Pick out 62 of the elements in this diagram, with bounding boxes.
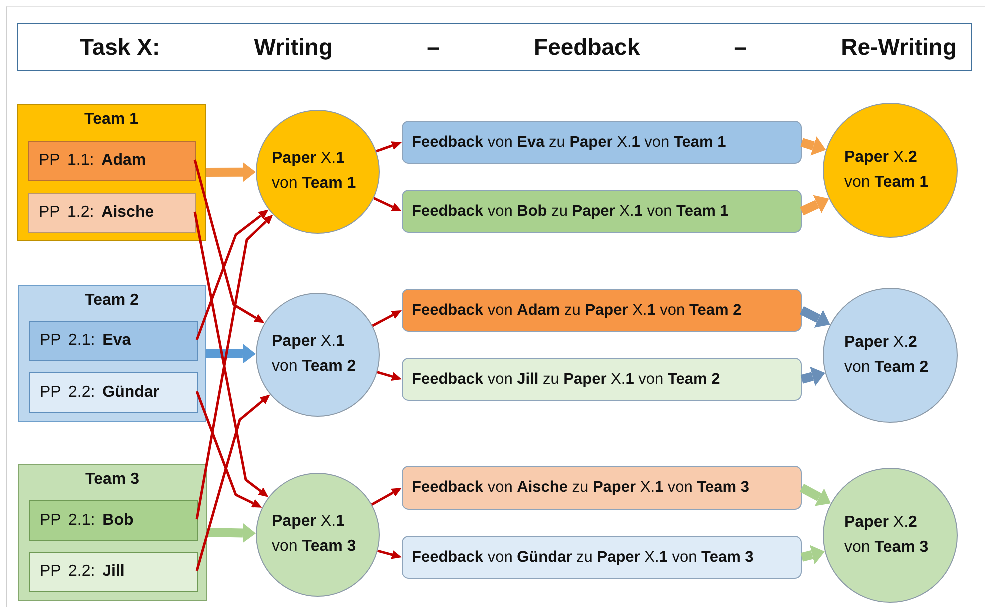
member-box xyxy=(28,193,196,233)
arrow xyxy=(206,344,256,364)
feedback-box xyxy=(402,289,802,332)
feedback-box xyxy=(402,358,802,401)
member-label: PP 1.1: Adam xyxy=(39,152,146,170)
feedback-text: Feedback von Bob zu Paper X.1 von Team 1 xyxy=(412,202,729,220)
team-heading: Team 3 xyxy=(84,471,140,489)
member-label: PP 2.2: Gündar xyxy=(40,384,160,402)
arrow xyxy=(800,195,830,216)
member-box xyxy=(28,141,196,181)
arrow xyxy=(376,142,402,153)
feedback-text: Feedback von Jill zu Paper X.1 von Team 2 xyxy=(412,370,720,388)
title-text: Task X: xyxy=(80,34,160,60)
arrow xyxy=(374,197,402,212)
paper-label: Paper X.1 von Team 2 xyxy=(272,332,358,377)
team-heading: Team 2 xyxy=(84,292,140,310)
paper-label: Paper X.1 von Team 3 xyxy=(272,512,358,557)
feedback-text: Feedback von Adam zu Paper X.1 von Team 2 xyxy=(412,302,742,320)
title-text: Re-Writing xyxy=(841,34,957,60)
arrow xyxy=(206,523,256,544)
team-box xyxy=(18,464,207,601)
feedback-text: Feedback von Gündar zu Paper X.1 von Team 3 xyxy=(412,548,754,566)
feedback-text: Feedback von Aische zu Paper X.1 von Team 3 xyxy=(412,479,750,497)
arrow xyxy=(372,488,402,506)
arrow xyxy=(377,371,402,382)
title-bar xyxy=(17,23,972,71)
feedback-box xyxy=(402,536,802,579)
member-label: PP 2.1: Bob xyxy=(40,512,134,530)
arrow xyxy=(800,136,826,156)
member-box xyxy=(29,500,198,541)
team-box xyxy=(17,104,206,241)
arrow xyxy=(196,210,269,340)
team-box xyxy=(18,285,206,422)
arrow xyxy=(372,310,402,328)
member-box xyxy=(29,321,198,361)
paper-label: Paper X.1 von Team 1 xyxy=(272,149,358,194)
arrow xyxy=(378,550,402,560)
feedback-box xyxy=(402,190,802,233)
feedback-text: Feedback von Eva zu Paper X.1 von Team 1 xyxy=(412,134,726,152)
arrow xyxy=(206,162,256,182)
member-box xyxy=(29,552,198,592)
member-box xyxy=(29,372,198,413)
title-text: Writing xyxy=(254,34,334,60)
paper-label: Paper X.2 von Team 1 xyxy=(844,148,930,192)
arrow xyxy=(194,212,269,498)
paper-label: Paper X.2 von Team 2 xyxy=(844,332,930,378)
member-label: PP 1.2: Aische xyxy=(39,204,154,222)
member-label: PP 2.1: Eva xyxy=(40,332,132,350)
title-text: – xyxy=(427,34,440,60)
title-text: – xyxy=(734,34,748,60)
paper-label: Paper X.2 von Team 3 xyxy=(844,512,930,558)
feedback-box xyxy=(402,121,802,164)
arrow xyxy=(800,484,832,506)
member-label: PP 2.2: Jill xyxy=(40,563,125,581)
arrow xyxy=(196,214,274,520)
team-heading: Team 1 xyxy=(84,111,140,129)
arrow xyxy=(800,545,825,565)
arrow xyxy=(800,366,826,386)
arrow xyxy=(194,160,265,324)
title-text: Feedback xyxy=(534,34,640,60)
feedback-box xyxy=(402,466,802,510)
arrow xyxy=(800,306,830,328)
